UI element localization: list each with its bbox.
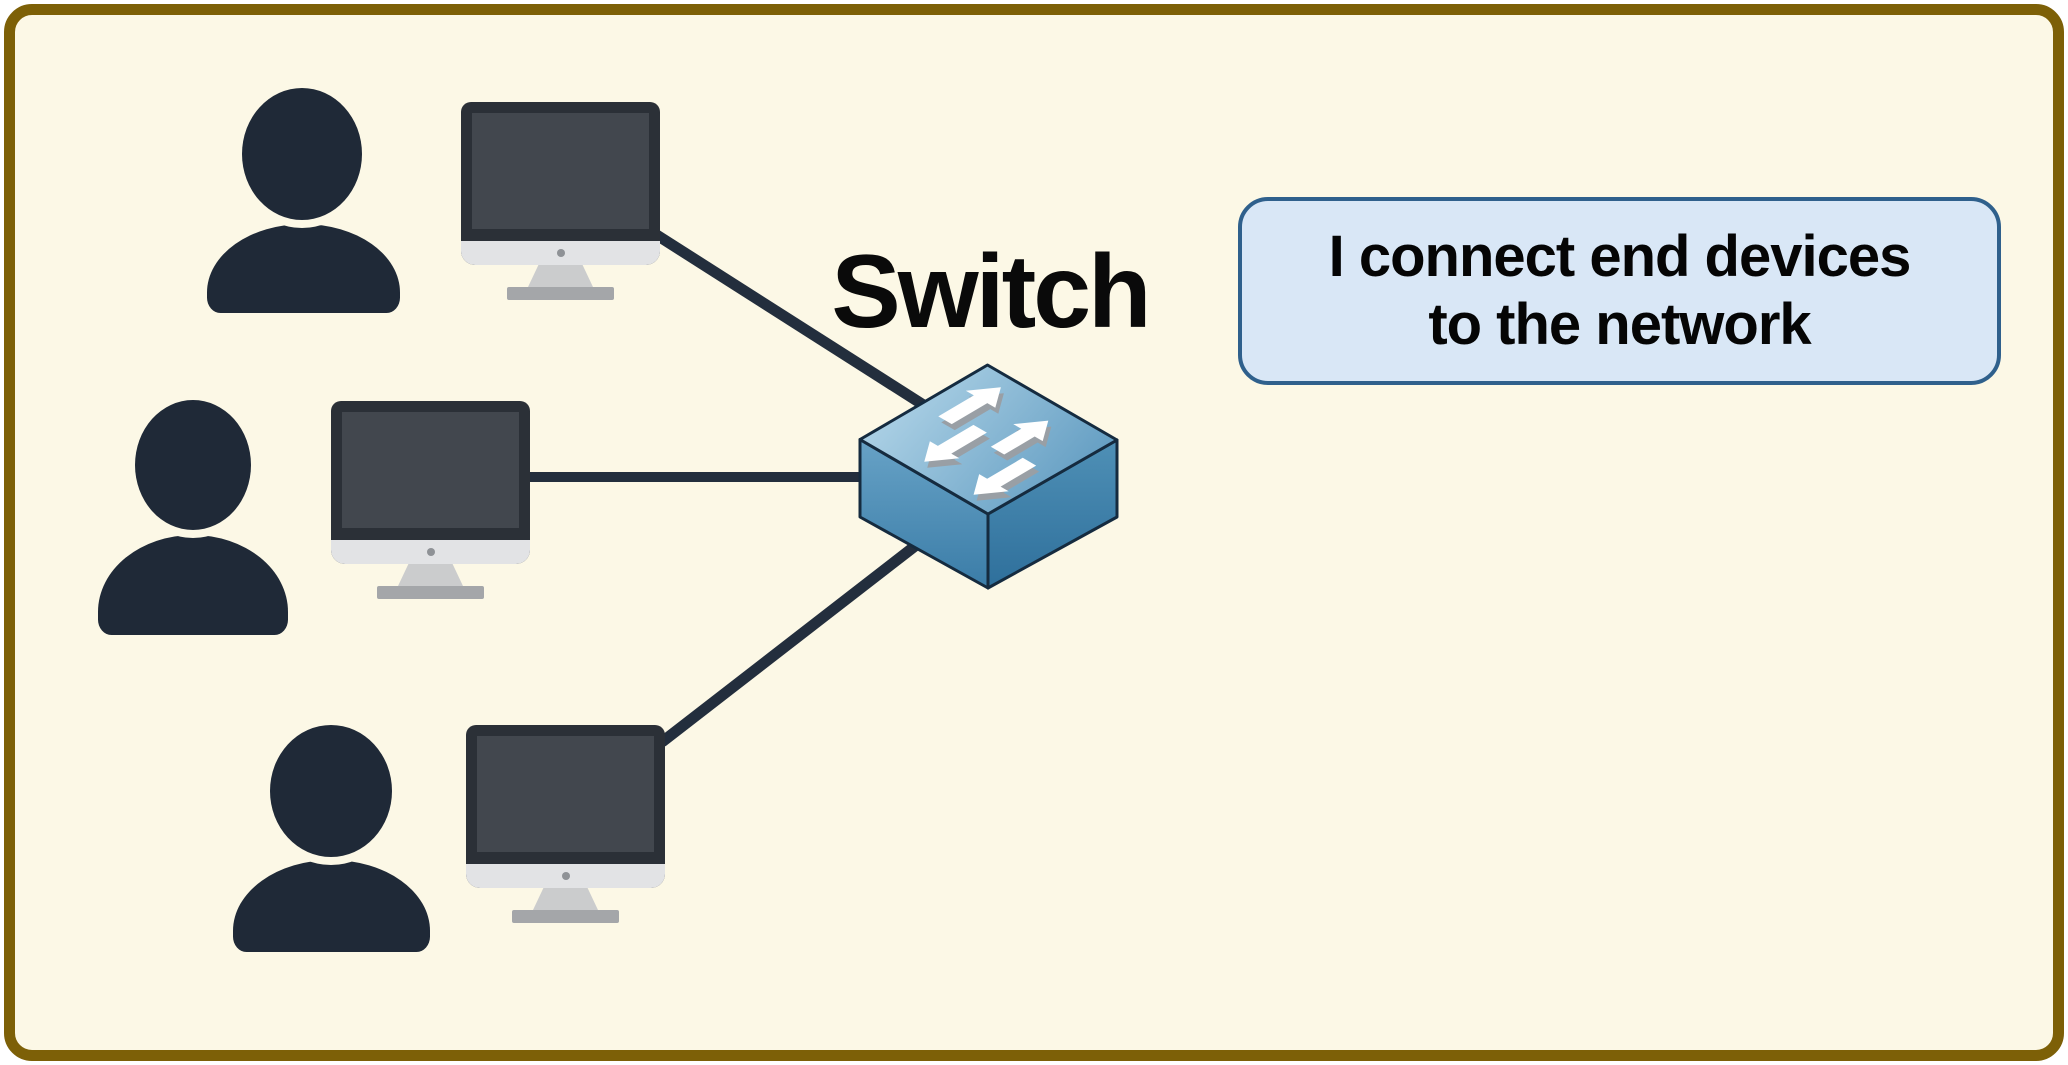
network-switch-icon <box>858 363 1119 590</box>
callout-text-line2: to the network <box>1428 292 1811 357</box>
monitor-stand-base <box>512 910 619 923</box>
monitor-logo-dot <box>561 872 570 880</box>
connection-line <box>649 227 961 432</box>
desktop-monitor-icon <box>461 102 660 300</box>
person-body-shape <box>207 224 400 313</box>
monitor-screen <box>472 113 649 229</box>
user-icon <box>207 80 400 313</box>
user-icon <box>98 392 288 635</box>
desktop-monitor-icon <box>331 401 530 599</box>
desktop-monitor-icon <box>466 725 665 923</box>
monitor-frame <box>331 401 530 564</box>
switch-traffic-arrows <box>924 387 1049 495</box>
person-body-shape <box>98 535 288 635</box>
arrow-up-right-icon <box>990 420 1049 455</box>
monitor-stand-neck <box>398 564 463 586</box>
monitor-stand-neck <box>533 888 598 910</box>
monitor-logo-dot <box>556 249 565 257</box>
monitor-screen <box>342 412 519 528</box>
monitor-logo-dot <box>426 548 435 556</box>
arrow-down-left-icon <box>973 457 1037 495</box>
person-head-shape <box>270 725 392 857</box>
monitor-screen <box>477 736 654 852</box>
monitor-stand-base <box>507 287 614 300</box>
switch-top-face <box>858 363 1119 516</box>
arrow-up-right-icon <box>938 387 1001 425</box>
connection-line <box>658 531 932 747</box>
arrow-down-left-icon <box>924 424 987 462</box>
monitor-stand-base <box>377 586 484 599</box>
person-head-shape <box>242 88 362 220</box>
callout-text-line1: I connect end devices <box>1328 224 1912 289</box>
person-body-shape <box>233 860 430 952</box>
monitor-frame <box>466 725 665 888</box>
user-icon <box>233 717 430 952</box>
callout-box: I connect end devices to the network <box>1238 197 2001 385</box>
monitor-frame <box>461 102 660 265</box>
diagram-title: Switch <box>831 234 1151 350</box>
person-head-shape <box>135 400 251 530</box>
monitor-stand-neck <box>528 265 593 287</box>
